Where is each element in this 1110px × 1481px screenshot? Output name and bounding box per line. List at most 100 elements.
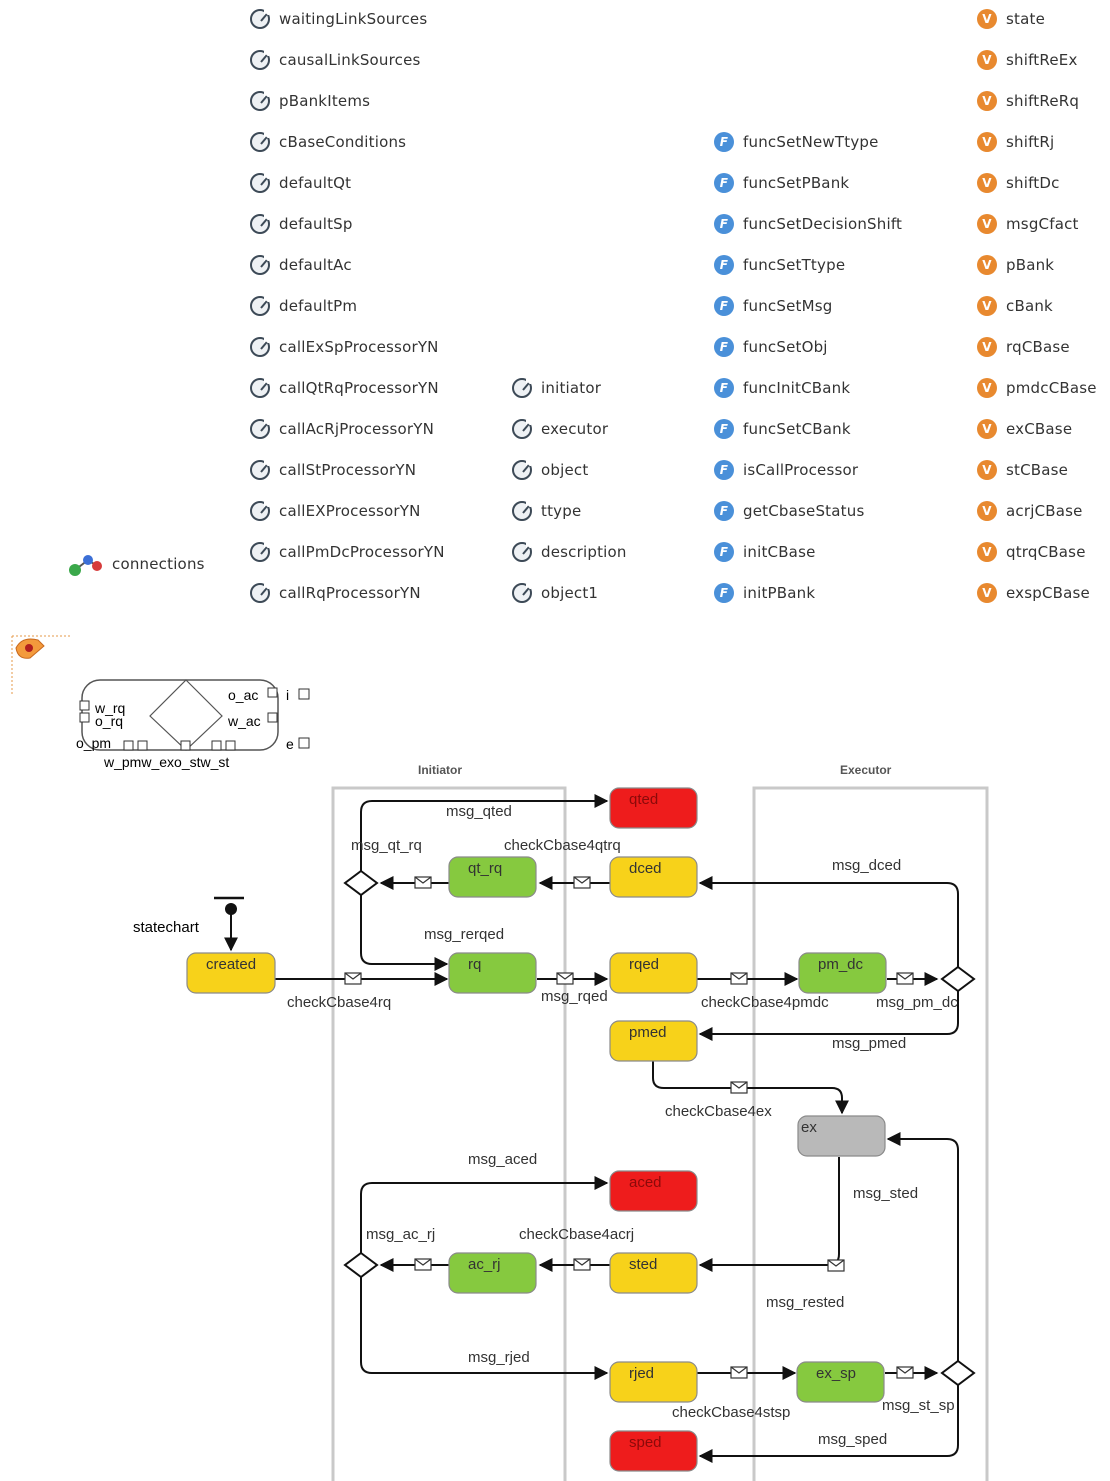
- state-label: aced: [629, 1174, 662, 1191]
- state-rjed[interactable]: rjed: [609, 1361, 698, 1403]
- connections-item[interactable]: connections: [66, 551, 205, 577]
- parameter-icon: [250, 460, 270, 480]
- list-item-defaultSp[interactable]: defaultSp: [250, 211, 353, 237]
- variable-icon: V: [977, 460, 997, 480]
- envelope-icon: [827, 1259, 845, 1272]
- envelope-icon: [414, 876, 432, 889]
- list-item-callPmDcProcessorYN[interactable]: callPmDcProcessorYN: [250, 539, 445, 565]
- state-qted[interactable]: qted: [609, 787, 698, 829]
- state-aced[interactable]: aced: [609, 1170, 698, 1212]
- list-item-defaultQt[interactable]: defaultQt: [250, 170, 351, 196]
- list-item-initiator[interactable]: initiator: [512, 375, 601, 401]
- list-item-callAcRjProcessorYN[interactable]: callAcRjProcessorYN: [250, 416, 434, 442]
- state-ex[interactable]: ex: [797, 1115, 886, 1157]
- list-item-description[interactable]: description: [512, 539, 627, 565]
- function-icon: F: [714, 460, 734, 480]
- list-item-cBaseConditions[interactable]: cBaseConditions: [250, 129, 406, 155]
- state-box: [609, 1430, 698, 1472]
- state-ac_rj[interactable]: ac_rj: [448, 1252, 537, 1294]
- list-item-executor[interactable]: executor: [512, 416, 608, 442]
- label-checkcbase4stsp: checkCbase4stsp: [672, 1404, 790, 1421]
- embedded-block[interactable]: w_rq o_rq o_pm o_ac w_ac i e w_pmw_exo_s…: [76, 679, 310, 770]
- variable-icon: V: [977, 501, 997, 521]
- label-checkcbase4qtrq: checkCbase4qtrq: [504, 837, 621, 854]
- variable-icon: V: [977, 296, 997, 316]
- label-msg-rested: msg_rested: [766, 1294, 844, 1311]
- variable-icon: V: [977, 214, 997, 234]
- list-item-callRqProcessorYN[interactable]: callRqProcessorYN: [250, 580, 421, 606]
- state-box: [797, 1115, 886, 1157]
- state-pm_dc[interactable]: pm_dc: [798, 952, 887, 994]
- list-item-callStProcessorYN[interactable]: callStProcessorYN: [250, 457, 416, 483]
- port-o-ac: o_ac: [228, 687, 258, 703]
- state-created[interactable]: created: [186, 952, 276, 994]
- list-item-label: qtrqCBase: [1006, 543, 1086, 561]
- list-item-pBankItems[interactable]: pBankItems: [250, 88, 370, 114]
- statechart-entry[interactable]: statechart: [133, 896, 244, 952]
- decision-branches[interactable]: [343, 869, 976, 1387]
- state-box: [609, 1252, 698, 1294]
- list-item-defaultAc[interactable]: defaultAc: [250, 252, 352, 278]
- list-item-label: causalLinkSources: [279, 51, 421, 69]
- label-msg-sted: msg_sted: [853, 1185, 918, 1202]
- parameter-icon: [250, 542, 270, 562]
- state-ex_sp[interactable]: ex_sp: [796, 1361, 885, 1403]
- parameter-icon: [512, 583, 532, 603]
- state-sped[interactable]: sped: [609, 1430, 698, 1472]
- list-item-callQtRqProcessorYN[interactable]: callQtRqProcessorYN: [250, 375, 439, 401]
- branch-decision-st: [940, 1359, 976, 1387]
- agent-presentation-icon[interactable]: [11, 635, 72, 694]
- state-rq[interactable]: rq: [448, 952, 537, 994]
- list-item-waitingLinkSources[interactable]: waitingLinkSources: [250, 6, 427, 32]
- state-sted[interactable]: sted: [609, 1252, 698, 1294]
- state-label: created: [206, 956, 256, 973]
- state-rqed[interactable]: rqed: [609, 952, 698, 994]
- state-pmed[interactable]: pmed: [609, 1020, 698, 1062]
- state-label: qted: [629, 791, 658, 808]
- list-item-ttype[interactable]: ttype: [512, 498, 581, 524]
- function-icon: F: [714, 255, 734, 275]
- list-item-label: callExSpProcessorYN: [279, 338, 439, 356]
- list-item-defaultPm[interactable]: defaultPm: [250, 293, 357, 319]
- state-dced[interactable]: dced: [609, 856, 698, 898]
- port-o-pm: o_pm: [76, 735, 111, 751]
- list-item-callEXProcessorYN[interactable]: callEXProcessorYN: [250, 498, 421, 524]
- variable-icon: V: [977, 583, 997, 603]
- list-item-callExSpProcessorYN[interactable]: callExSpProcessorYN: [250, 334, 439, 360]
- state-box: [796, 1361, 885, 1403]
- list-item-object[interactable]: object: [512, 457, 588, 483]
- state-qt_rq[interactable]: qt_rq: [448, 856, 537, 898]
- list-item-label: funcSetPBank: [743, 174, 850, 192]
- list-item-object1[interactable]: object1: [512, 580, 598, 606]
- list-item-label: getCbaseStatus: [743, 502, 865, 520]
- list-item-causalLinkSources[interactable]: causalLinkSources: [250, 47, 421, 73]
